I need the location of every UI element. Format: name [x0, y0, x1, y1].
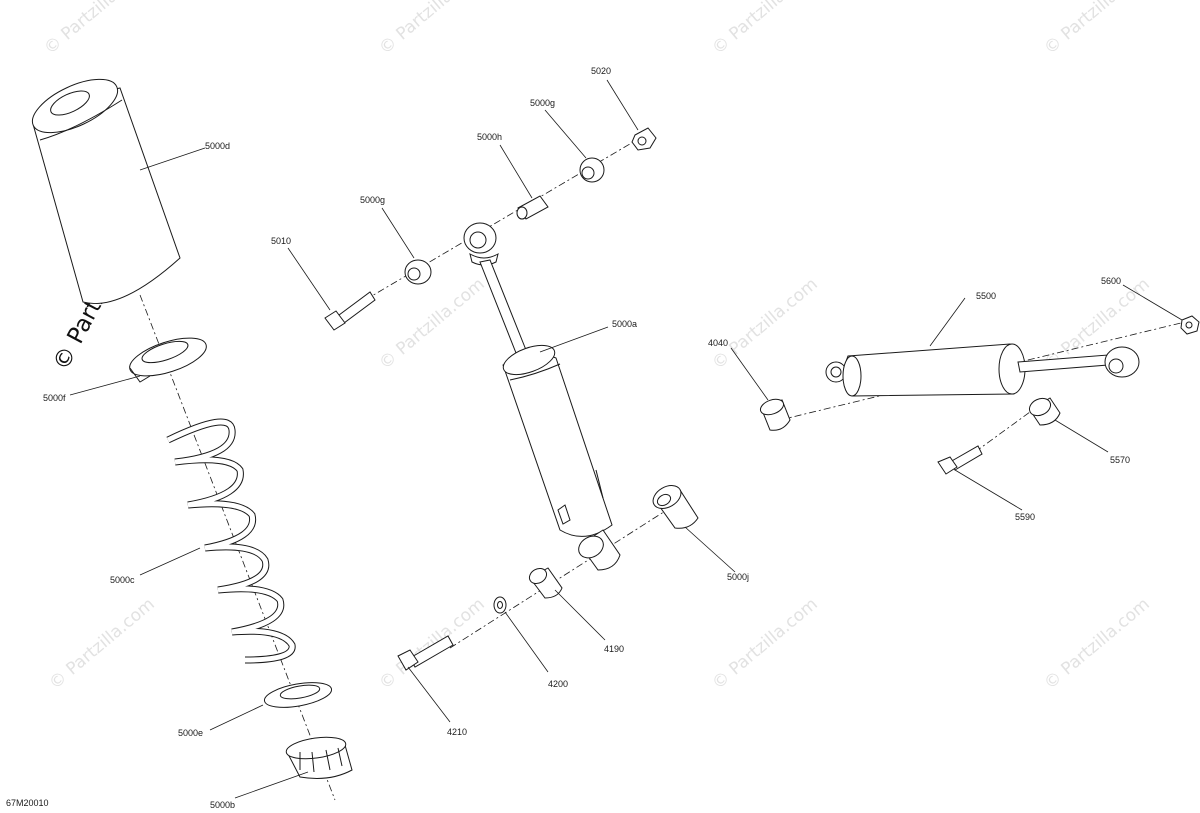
watermark: © Partzilla.com: [375, 594, 488, 694]
label-5010: 5010: [271, 236, 291, 246]
part-5000g-bushing-right: [579, 157, 605, 183]
part-5570-spacer: [1028, 397, 1061, 426]
label-4040: 4040: [708, 338, 728, 348]
part-5000g-bushing-left: [404, 259, 432, 285]
part-5000a-shock: [463, 222, 613, 537]
watermark: © Partzilla.com: [708, 0, 821, 59]
left-assembly: 5000d 5000f 5000c 5000e 5000b: [31, 78, 353, 810]
part-5010-bolt: [324, 291, 376, 331]
watermark: © Partzilla.com: [708, 274, 821, 374]
label-5000e: 5000e: [178, 728, 203, 738]
part-4210-bolt: [397, 635, 454, 671]
watermark: © Partzilla.com: [1040, 0, 1153, 59]
label-5000d: 5000d: [205, 141, 230, 151]
watermark: © Partzilla.com: [375, 0, 488, 59]
watermark: © Partzilla.com: [1040, 594, 1153, 694]
part-5000c-spring: [166, 418, 296, 664]
watermark: © Partzilla.com: [40, 0, 153, 59]
label-5000g: 5000g: [530, 98, 555, 108]
diagram-code: 67M20010: [6, 798, 49, 808]
label-4190: 4190: [604, 644, 624, 654]
part-5020-nut: [631, 127, 657, 151]
right-assembly: 5500 5600 4040 5570 5590: [708, 276, 1200, 522]
part-lower-eye: [578, 529, 621, 571]
part-5000e-seat: [263, 682, 333, 708]
label-5000a: 5000a: [612, 319, 637, 329]
part-5000d-boot: [31, 78, 181, 305]
right-lower-axis: [974, 411, 1031, 453]
label-5500: 5500: [976, 291, 996, 301]
label-4210: 4210: [447, 727, 467, 737]
watermark: © Partzilla.com: [375, 274, 488, 374]
right-axis: [779, 321, 1186, 421]
part-5500-shock: [825, 343, 1140, 397]
label-5000f: 5000f: [43, 393, 66, 403]
watermark: © Partzilla.com: [45, 594, 158, 694]
part-5600-nut: [1180, 315, 1200, 335]
label-5000c: 5000c: [110, 575, 135, 585]
part-5000f-seat: [129, 337, 207, 383]
label-5000g: 5000g: [360, 195, 385, 205]
label-5570: 5570: [1110, 455, 1130, 465]
label-5000h: 5000h: [477, 132, 502, 142]
lower-axis: [449, 507, 671, 649]
part-4040-bushing: [759, 398, 791, 431]
label-5000b: 5000b: [210, 800, 235, 810]
middle-assembly: 5010 5000g 5000h 5000g 5020 5000a 5000j …: [271, 66, 749, 737]
label-5020: 5020: [591, 66, 611, 76]
label-5600: 5600: [1101, 276, 1121, 286]
watermark: © Partzilla.com: [708, 594, 821, 694]
label-4200: 4200: [548, 679, 568, 689]
label-5000j: 5000j: [727, 572, 749, 582]
part-5590-bolt: [937, 445, 983, 475]
part-5000h-spacer: [516, 195, 549, 220]
part-4200-washer: [493, 596, 507, 614]
part-4190-spacer: [528, 567, 563, 599]
label-5590: 5590: [1015, 512, 1035, 522]
part-5000b-collar: [285, 736, 353, 779]
part-5000j-bushing: [652, 485, 699, 529]
